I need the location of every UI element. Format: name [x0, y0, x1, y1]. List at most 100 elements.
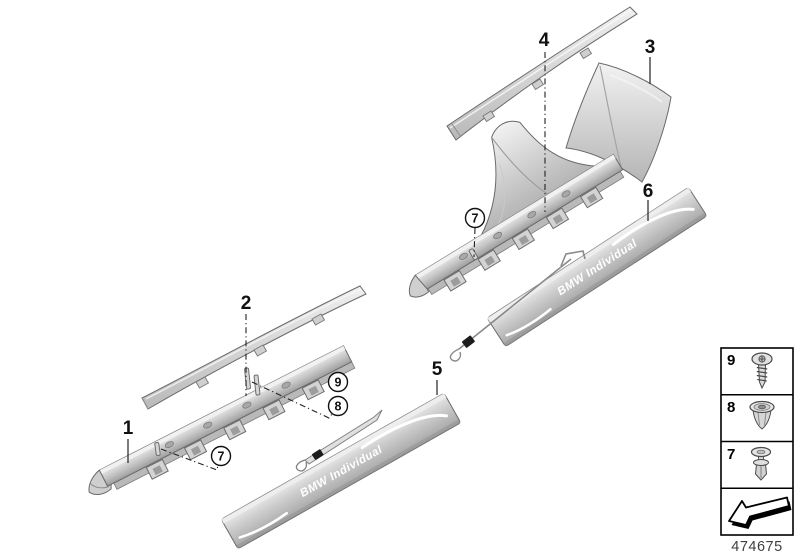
- hole: [459, 252, 468, 260]
- carrier-holes: [164, 381, 291, 449]
- part-5-sill-plate[interactable]: BMW Individual: [221, 393, 461, 549]
- push-rivet-icon: [750, 446, 772, 481]
- callout-circle-text: 8: [335, 400, 342, 414]
- part-5-top-edge: [221, 393, 447, 524]
- callout-label-3[interactable]: 3: [645, 37, 656, 58]
- legend-label-7: 7: [727, 446, 735, 463]
- part-3-carrier-rail[interactable]: [359, 83, 630, 311]
- cable-connector: [462, 335, 475, 348]
- clip-notch: [190, 445, 202, 456]
- rivet-mid-flange: [753, 459, 769, 466]
- cable-loop: [295, 459, 308, 472]
- part-2-endcap-line: [141, 397, 149, 410]
- part-3-entrance-cover[interactable]: [565, 62, 672, 183]
- callout-label-1[interactable]: 1: [123, 418, 134, 439]
- screw-thread: [756, 366, 768, 370]
- carrier-rail-highlight: [99, 345, 346, 475]
- part-2-tab: [253, 344, 268, 357]
- carrier-end-cap: [408, 274, 430, 298]
- cable-needle: [304, 409, 383, 465]
- legend-row-9[interactable]: 9: [727, 352, 773, 390]
- hole: [242, 401, 252, 409]
- guide-pins: [154, 248, 479, 457]
- screw-thread: [757, 378, 767, 382]
- part-2-tab: [195, 376, 210, 389]
- callout-circle-text: 7: [218, 450, 225, 464]
- part-3-panel[interactable]: [565, 62, 672, 183]
- callout-circle[interactable]: [210, 445, 232, 467]
- carrier-rail-highlight: [415, 154, 616, 280]
- callout-label-4[interactable]: 4: [539, 30, 550, 51]
- screw-thread: [756, 370, 768, 374]
- callout-circle-text: 7: [472, 212, 479, 226]
- part-4-highlight: [449, 9, 632, 129]
- cable-connector: [312, 449, 324, 460]
- legend-row-8[interactable]: 8: [727, 399, 775, 430]
- guide-pin: [253, 374, 261, 396]
- callout-circle-9[interactable]: 9: [327, 371, 349, 393]
- carrier-funnel-line2: [497, 163, 506, 227]
- carrier-end-cap: [88, 469, 112, 495]
- light-guide-cable-rear[interactable]: [449, 250, 586, 362]
- part-2-highlight: [145, 288, 362, 400]
- part-4-body[interactable]: [446, 6, 638, 141]
- carrier-clips: [145, 379, 325, 480]
- part-4-endcap-line: [451, 123, 462, 138]
- part-5-swoosh-left: [238, 511, 288, 539]
- leader-line-8-9: [251, 381, 333, 419]
- callout-circle[interactable]: [327, 371, 349, 393]
- screw-thread: [756, 374, 768, 378]
- part-6-swoosh-left: [505, 307, 552, 337]
- cable-hook: [560, 250, 586, 267]
- callout-circle[interactable]: [464, 207, 486, 229]
- callout-circle-7-rear[interactable]: 7: [464, 207, 486, 229]
- callout-circle-text: 9: [335, 376, 342, 390]
- part-4-tab: [579, 47, 593, 60]
- clip-notch: [450, 276, 461, 287]
- cable-loop: [449, 348, 462, 362]
- callout-circle[interactable]: [327, 395, 349, 417]
- clip-notch: [552, 214, 564, 225]
- part-6-bottom-edge: [503, 212, 707, 347]
- part-2-trim-strip[interactable]: [141, 285, 367, 410]
- direction-arrow-icon: [728, 496, 792, 529]
- carrier-end-cap-line: [90, 483, 110, 489]
- rivet-rib: [764, 411, 767, 426]
- part-3-sheen: [609, 74, 663, 103]
- clip-notch: [152, 465, 163, 476]
- part-4-trim-strip[interactable]: [446, 6, 638, 141]
- legend-label-9: 9: [727, 352, 735, 369]
- rivet-cone: [752, 409, 772, 430]
- rivet-rib: [757, 411, 760, 426]
- callout-label-6[interactable]: 6: [643, 181, 654, 202]
- hole: [164, 441, 174, 449]
- part-4-tab: [482, 110, 496, 123]
- part-3-fold-line: [599, 65, 622, 167]
- callout-label-2[interactable]: 2: [241, 293, 252, 314]
- part-6-swoosh: [611, 207, 695, 246]
- rivet-hole: [758, 404, 766, 410]
- diagram-number: 474675: [731, 539, 782, 555]
- clip-pin-rear: [468, 248, 479, 261]
- clip-notch: [518, 234, 530, 246]
- expanding-rivet-icon: [749, 400, 775, 430]
- legend-row-arrow[interactable]: [728, 496, 792, 530]
- clip-notch: [308, 385, 319, 396]
- light-guide-cable-front[interactable]: [295, 409, 383, 472]
- part-2-tab: [311, 313, 326, 326]
- callout-circle-7-front[interactable]: 7: [210, 445, 232, 467]
- callout-circle-8[interactable]: 8: [327, 395, 349, 417]
- connector-body: [462, 335, 475, 348]
- legend-label-8: 8: [727, 399, 735, 416]
- part-6-top-edge: [487, 187, 692, 323]
- hole: [561, 190, 571, 198]
- part-5-bottom-edge: [235, 419, 461, 549]
- legend-row-7[interactable]: 7: [727, 446, 772, 481]
- cable-wire: [458, 258, 572, 350]
- carrier-funnel: [479, 120, 598, 238]
- callout-label-5[interactable]: 5: [432, 359, 443, 380]
- part-1-carrier-rail[interactable]: [82, 345, 358, 508]
- clip-notch: [586, 193, 598, 204]
